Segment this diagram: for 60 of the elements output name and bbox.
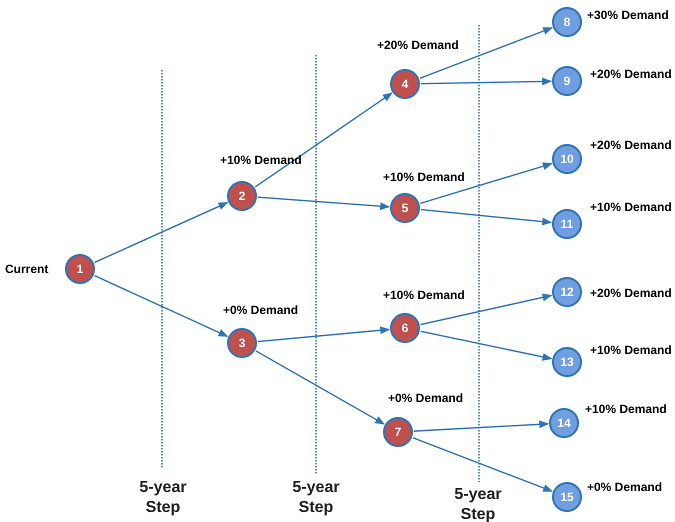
node-circle — [552, 144, 582, 174]
node-circle — [383, 417, 413, 447]
node-number: 12 — [560, 285, 574, 299]
node-number: 8 — [564, 15, 570, 29]
node-number: 14 — [557, 416, 571, 430]
node-circle — [227, 181, 257, 211]
node-number: 2 — [238, 189, 246, 203]
outcome-label: +20% Demand — [590, 138, 672, 152]
outcome-label: +20% Demand — [590, 67, 672, 81]
outcome-label: +10% Demand — [383, 288, 465, 302]
node-circle — [552, 347, 582, 377]
outcome-label: +20% Demand — [377, 38, 459, 52]
node-number: 5 — [402, 201, 408, 215]
node-number: 9 — [564, 74, 570, 88]
arrow — [420, 208, 552, 226]
node-number: 10 — [560, 152, 574, 166]
outcome-label: +30% Demand — [587, 8, 669, 22]
node-circle — [552, 482, 582, 512]
node-number: 4 — [402, 77, 408, 91]
node-circle — [552, 7, 582, 37]
outcome-label: +0% Demand — [388, 391, 464, 405]
arrow — [420, 294, 552, 326]
node-number: 6 — [402, 321, 408, 335]
arrow — [412, 437, 553, 492]
node-number: 3 — [238, 336, 246, 350]
arrow — [420, 27, 553, 79]
outcome-label: +0% Demand — [223, 303, 298, 317]
outcome-label: +10% Demand — [590, 343, 672, 357]
node-circle — [390, 69, 420, 99]
time-step-label: 5-year Step — [291, 478, 341, 518]
node-circle — [549, 408, 579, 438]
arrow — [94, 275, 228, 337]
arrow — [420, 78, 552, 86]
node-number: 1 — [76, 262, 84, 276]
node-circle — [227, 328, 257, 358]
outcome-label: +10% Demand — [585, 402, 667, 416]
node-circle — [65, 254, 95, 284]
node-circle — [552, 277, 582, 307]
arrow — [420, 162, 553, 204]
node-number: 7 — [394, 425, 402, 439]
arrow — [94, 202, 228, 264]
outcome-label: +0% Demand — [587, 480, 662, 494]
node-circle — [390, 193, 420, 223]
arrow — [258, 196, 390, 210]
time-step-label: 5-year Step — [138, 478, 188, 518]
node-number: 13 — [560, 355, 574, 369]
arrow — [254, 92, 393, 188]
arrow — [258, 326, 390, 342]
arrow — [414, 420, 549, 432]
node-circle — [552, 66, 582, 96]
outcome-label: +20% Demand — [590, 286, 672, 300]
time-step-label: 5-year Step — [453, 485, 503, 522]
outcome-label: +10% Demand — [383, 170, 465, 184]
outcome-label: +10% Demand — [590, 200, 672, 214]
outcome-label: Current — [5, 262, 48, 276]
node-number: 15 — [560, 490, 574, 504]
arrow — [256, 350, 385, 425]
node-circle — [390, 313, 420, 343]
node-number: 11 — [560, 217, 574, 231]
node-circle — [552, 209, 582, 239]
